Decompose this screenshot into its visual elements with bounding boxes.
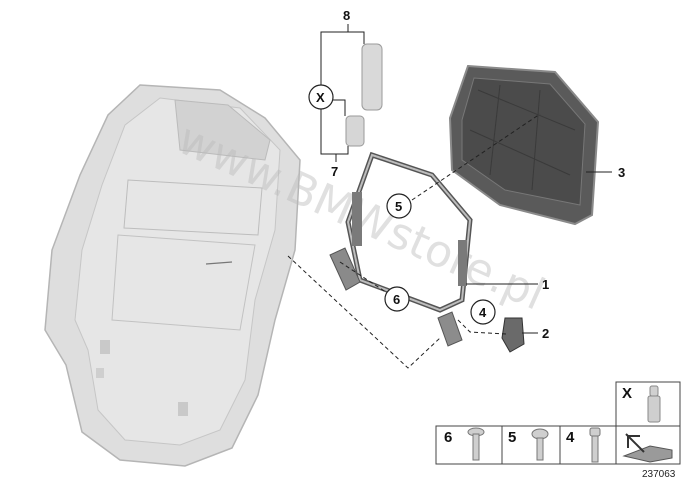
svg-text:6: 6 [393,292,400,307]
legend-arrow-box [615,425,681,465]
callout-5: 5 [386,193,412,219]
reference-number: 237063 [642,469,676,480]
callout-2: 2 [542,326,549,341]
svg-text:5: 5 [508,429,516,446]
svg-text:X: X [316,90,325,105]
callout-x: X [308,84,334,110]
clip-parts [345,43,383,147]
callout-1: 1 [542,277,549,292]
callout-6: 6 [384,286,410,312]
callout-3: 3 [618,165,625,180]
callout-8: 8 [343,8,350,23]
rear-cover [448,64,600,226]
svg-text:6: 6 [444,429,452,446]
svg-text:4: 4 [479,305,487,320]
backrest-shell [44,84,301,467]
legend-x-label: X [622,385,632,402]
legend-screw-6: 6 [435,425,503,465]
legend-screw-5: 5 [501,425,561,465]
callout-7: 7 [331,164,338,179]
svg-text:4: 4 [566,429,575,446]
callout-4: 4 [470,299,496,325]
legend-screw-4: 4 [559,425,617,465]
legend-x-box: X [615,381,681,427]
bracket-part [501,317,525,353]
svg-text:5: 5 [395,199,402,214]
